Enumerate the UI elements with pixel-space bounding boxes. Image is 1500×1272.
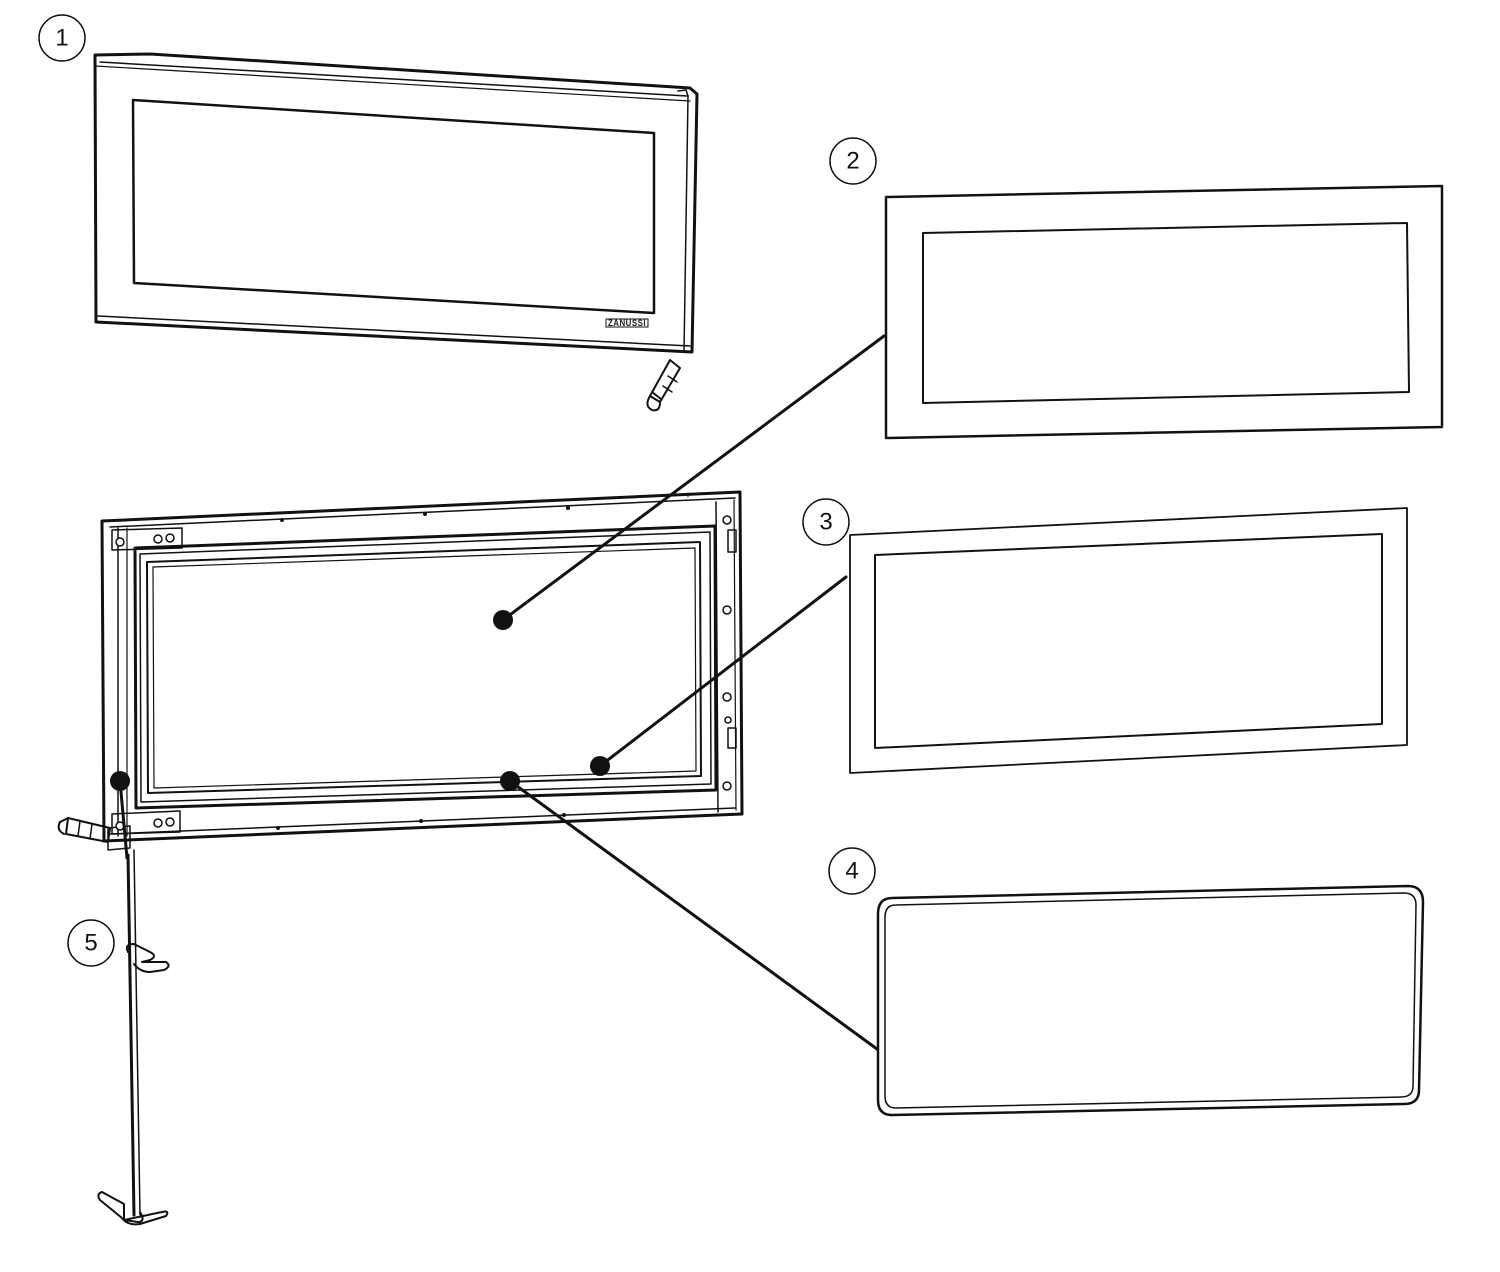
outer-glass-panel-part: [884, 184, 1444, 440]
leader-dot-4: [500, 771, 520, 791]
leader-dot-3: [590, 756, 610, 776]
leader-line-2: [501, 334, 886, 622]
leader-dots: [110, 610, 610, 791]
callout-circle: [828, 847, 876, 895]
leader-line-4: [508, 779, 879, 1051]
inner-glass-panel-part: [849, 507, 1408, 774]
hinge-rod-part: [97, 849, 170, 1226]
callout-label: 2: [846, 148, 859, 175]
leader-line-5: [118, 779, 129, 860]
logo-text: ZANUSSI: [608, 318, 646, 328]
seal-gasket-part: [876, 884, 1425, 1117]
door-rear-view: [57, 490, 744, 851]
leader-dot-2: [493, 610, 513, 630]
callout-3: 3: [802, 498, 850, 546]
leader-line-3: [598, 575, 848, 768]
callout-circle: [829, 137, 877, 185]
callout-circle: [67, 919, 115, 967]
callout-2: 2: [829, 137, 877, 185]
callout-label: 1: [55, 25, 68, 52]
callout-label: 4: [845, 858, 858, 885]
callout-label: 3: [819, 509, 832, 536]
callout-5: 5: [67, 919, 115, 967]
callout-circle: [802, 498, 850, 546]
brand-logo: ZANUSSI: [605, 318, 649, 328]
callout-circle: [38, 14, 86, 62]
frame-rivets: [276, 506, 570, 830]
callout-1: 1: [38, 14, 86, 62]
callout-label: 5: [84, 930, 97, 957]
leader-dot-5: [110, 771, 130, 791]
door-assembly-part: [93, 52, 699, 412]
door-screws: [115, 515, 732, 831]
callout-4: 4: [828, 847, 876, 895]
leader-lines: [118, 334, 886, 1051]
